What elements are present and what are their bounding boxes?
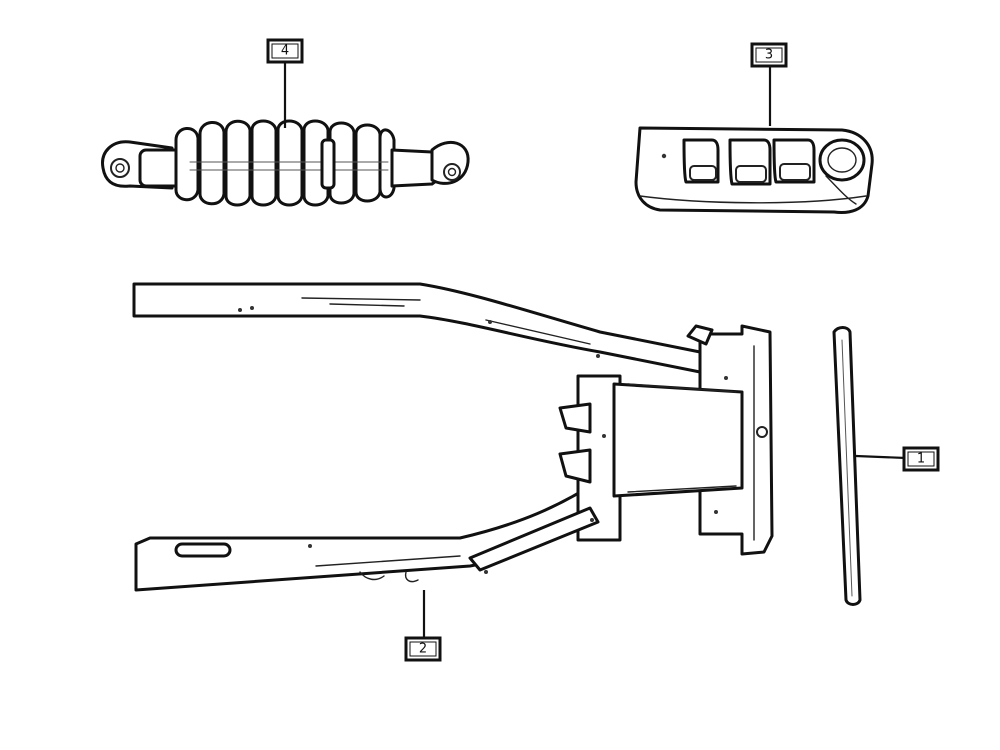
callout-1: 1 — [902, 446, 940, 472]
leader-line-1 — [855, 454, 907, 460]
callout-1-label: 1 — [917, 452, 925, 467]
callout-2-label: 2 — [419, 642, 427, 657]
shock-absorber — [101, 119, 470, 207]
callout-3-label: 3 — [765, 48, 773, 63]
callout-4: 4 — [266, 38, 304, 64]
callout-2: 2 — [404, 636, 442, 662]
swingarm-frame — [132, 282, 774, 592]
callout-3: 3 — [750, 42, 788, 68]
callout-4-label: 4 — [281, 44, 289, 59]
rod — [832, 326, 862, 606]
footrest-bracket — [634, 126, 874, 214]
